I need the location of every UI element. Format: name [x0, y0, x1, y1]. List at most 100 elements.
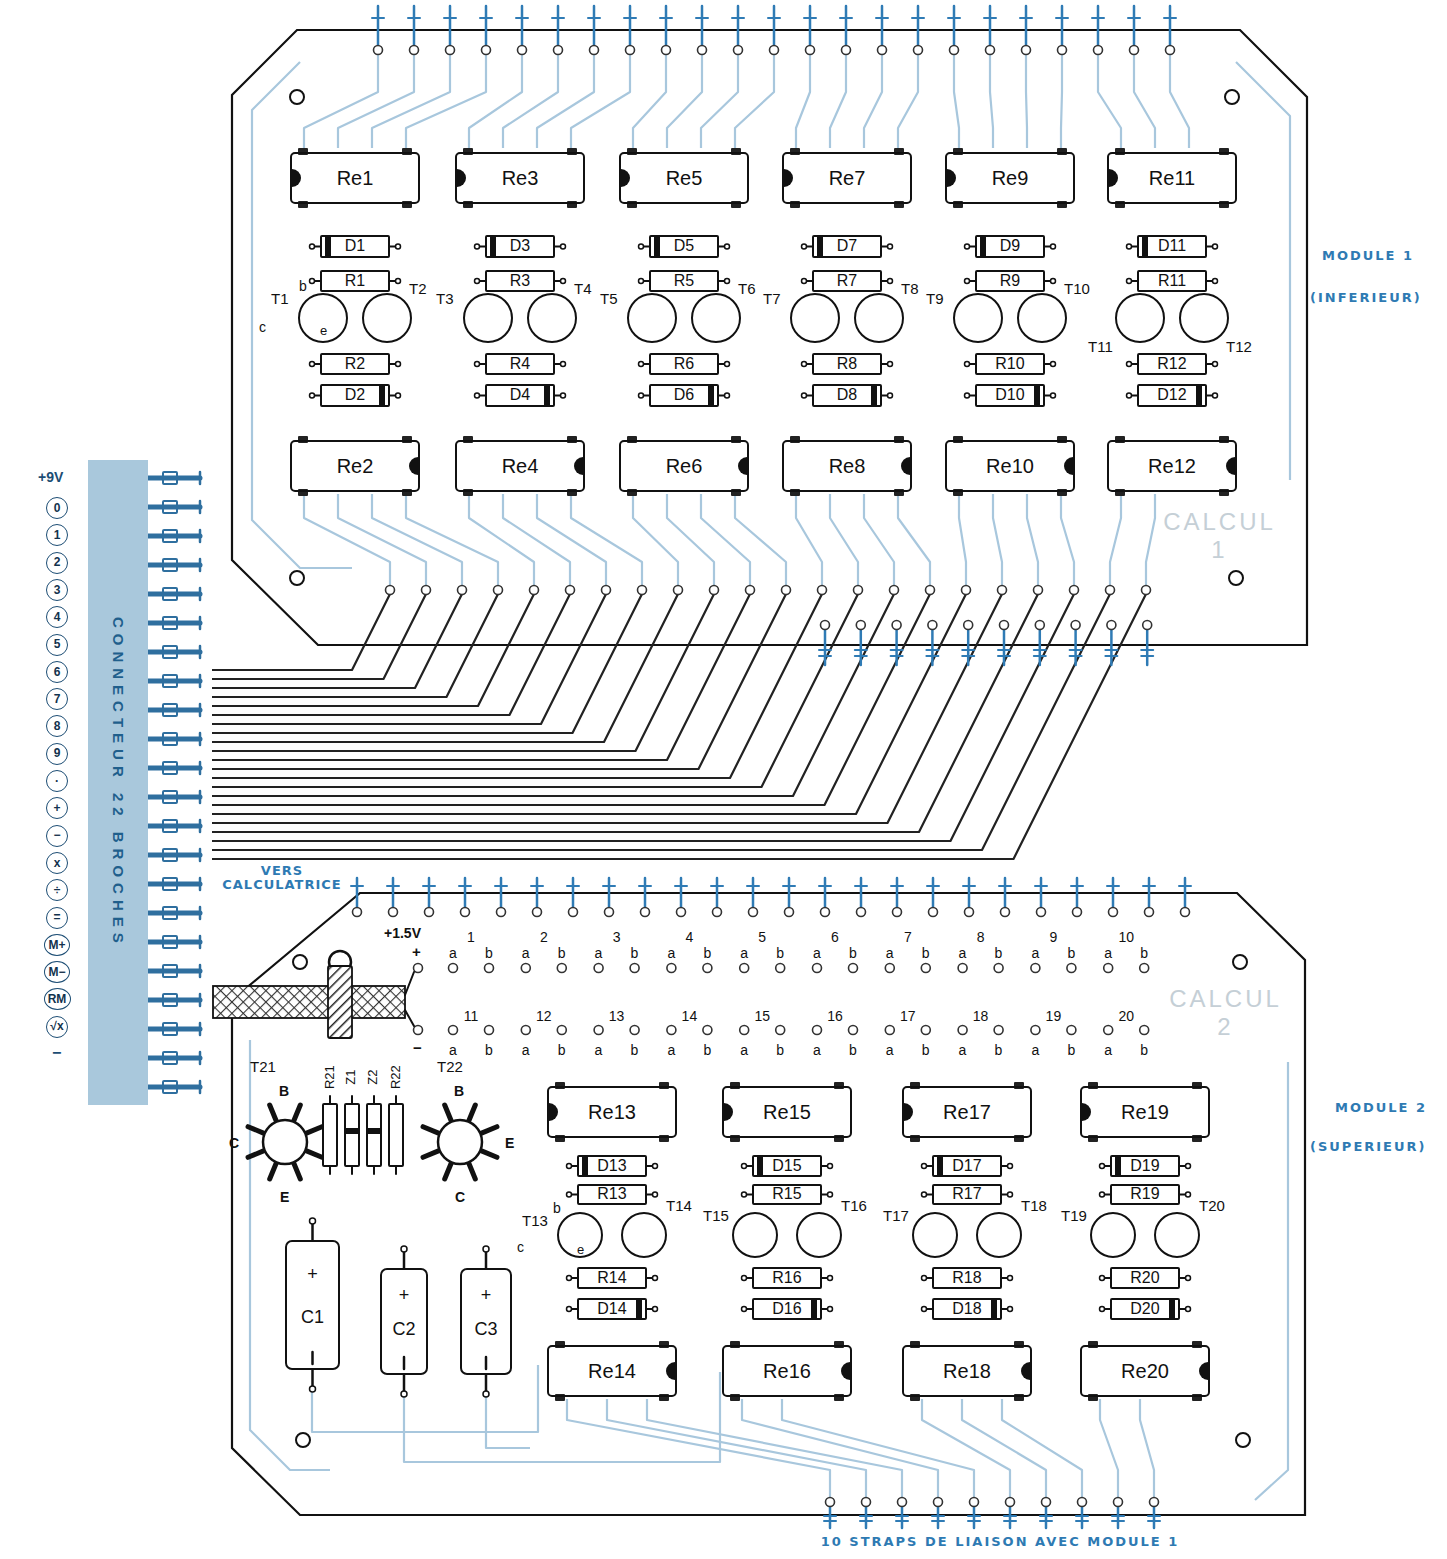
component-label: C2	[392, 1320, 415, 1339]
copper-trace	[922, 1399, 1010, 1498]
pin-pad	[1143, 621, 1152, 630]
pin-number: 5	[758, 930, 766, 945]
pin-pad	[818, 586, 827, 595]
edge-pin	[356, 878, 359, 907]
label-anchor: 13	[605, 1007, 629, 1025]
lead-pad	[475, 393, 480, 398]
diode-symbol: D6	[649, 384, 719, 407]
component-body	[320, 353, 390, 375]
lead-pad	[965, 393, 970, 398]
resistor-symbol: R17	[932, 1184, 1002, 1205]
key-circle: RM	[44, 988, 71, 1010]
transistor-outline	[622, 1213, 666, 1257]
component-label: x	[54, 857, 61, 870]
label-anchor: 7	[896, 928, 920, 946]
label-anchor: E	[280, 1188, 289, 1206]
circuit-board: CALCUL 2Re13Re15Re17Re19D13D15D17D19R13R…	[232, 893, 1305, 1515]
pin-pad	[638, 586, 647, 595]
pin-pad	[518, 46, 527, 55]
relay-notch	[621, 169, 630, 187]
copper-trace	[735, 494, 786, 586]
strap-tick	[1105, 649, 1117, 651]
component-body	[577, 1155, 647, 1177]
component-label: R16	[772, 1270, 801, 1287]
pin-pad	[746, 586, 755, 595]
transistor-outline	[1180, 294, 1228, 342]
lead-pad	[653, 1192, 658, 1197]
heatsink-fin	[480, 1127, 497, 1134]
heatsink-fin	[445, 1105, 452, 1122]
relay-notch	[947, 169, 956, 187]
strap-tick	[1004, 1515, 1016, 1517]
transistor-outline	[628, 294, 676, 342]
pin-letter: b	[1067, 946, 1075, 961]
connector-pin	[148, 1056, 200, 1061]
cathode-band	[757, 1157, 763, 1175]
label-anchor: a	[813, 1041, 821, 1059]
strap-tick	[1034, 655, 1046, 657]
pin-number: 12	[536, 1009, 552, 1024]
lead-pad	[396, 362, 401, 367]
edge-pin-tick	[588, 17, 600, 19]
label-anchor: (SUPERIEUR)	[1310, 1137, 1427, 1155]
strap-wire	[973, 1507, 976, 1528]
pin-pad	[461, 908, 470, 917]
component-label: Z2	[367, 1069, 381, 1084]
lead-pad	[725, 244, 730, 249]
connector-pin	[148, 766, 200, 771]
relay-body	[945, 440, 1075, 492]
edge-pin-tick	[423, 885, 435, 887]
pin-pad	[703, 964, 712, 973]
edge-pin	[845, 6, 848, 45]
edge-pin-tick	[675, 885, 687, 887]
pin-pad	[893, 908, 902, 917]
label-anchor: +	[412, 943, 421, 961]
key-circle: 7	[46, 688, 68, 710]
connector-pin	[148, 998, 200, 1003]
label-anchor: T20	[1199, 1197, 1225, 1215]
diode-symbol: D18	[932, 1298, 1002, 1320]
pin-pad	[485, 1026, 494, 1035]
relay-box: Re11	[1107, 152, 1237, 204]
label-anchor: T5	[600, 290, 618, 308]
pin-pad	[626, 46, 635, 55]
pin-letter: E	[280, 1190, 289, 1205]
cathode-band	[1169, 1300, 1175, 1318]
lead-pad	[1213, 393, 1218, 398]
strap-tick	[855, 655, 867, 657]
component-label: R17	[952, 1186, 981, 1203]
label-anchor: T2	[409, 280, 427, 298]
strap-tick	[1040, 1520, 1052, 1522]
pin-pad	[630, 964, 639, 973]
diode-symbol: D2	[320, 384, 390, 407]
component-body	[975, 384, 1045, 407]
label-anchor: E	[505, 1134, 514, 1152]
lead-pad	[802, 362, 807, 367]
component-body	[320, 235, 390, 258]
pin-pad	[970, 1498, 979, 1507]
relay-notch	[784, 169, 793, 187]
pin-pad	[878, 46, 887, 55]
key-circle: M+	[44, 934, 70, 956]
pin-pad	[1107, 621, 1116, 630]
copper-trace	[1002, 1399, 1082, 1498]
key-circle: 0	[46, 497, 68, 519]
transistor-label: T9	[926, 291, 944, 308]
strap-tick	[1112, 1520, 1124, 1522]
lead-pad	[1008, 1192, 1013, 1197]
edge-pin-tick	[840, 17, 852, 19]
label-anchor: 8	[969, 928, 993, 946]
relay-body	[782, 440, 912, 492]
label-anchor: T12	[1226, 338, 1252, 356]
pin-pad	[1042, 1498, 1051, 1507]
supply-label: +1.5V	[384, 926, 421, 941]
edge-pin-tick	[891, 885, 903, 887]
cathode-band	[817, 237, 823, 256]
cathode-band	[325, 237, 331, 256]
lead-pad	[828, 1307, 833, 1312]
label-anchor: a	[886, 944, 894, 962]
lead-pad	[802, 244, 807, 249]
component-label: Re18	[943, 1361, 991, 1382]
pin-pad	[740, 1026, 749, 1035]
